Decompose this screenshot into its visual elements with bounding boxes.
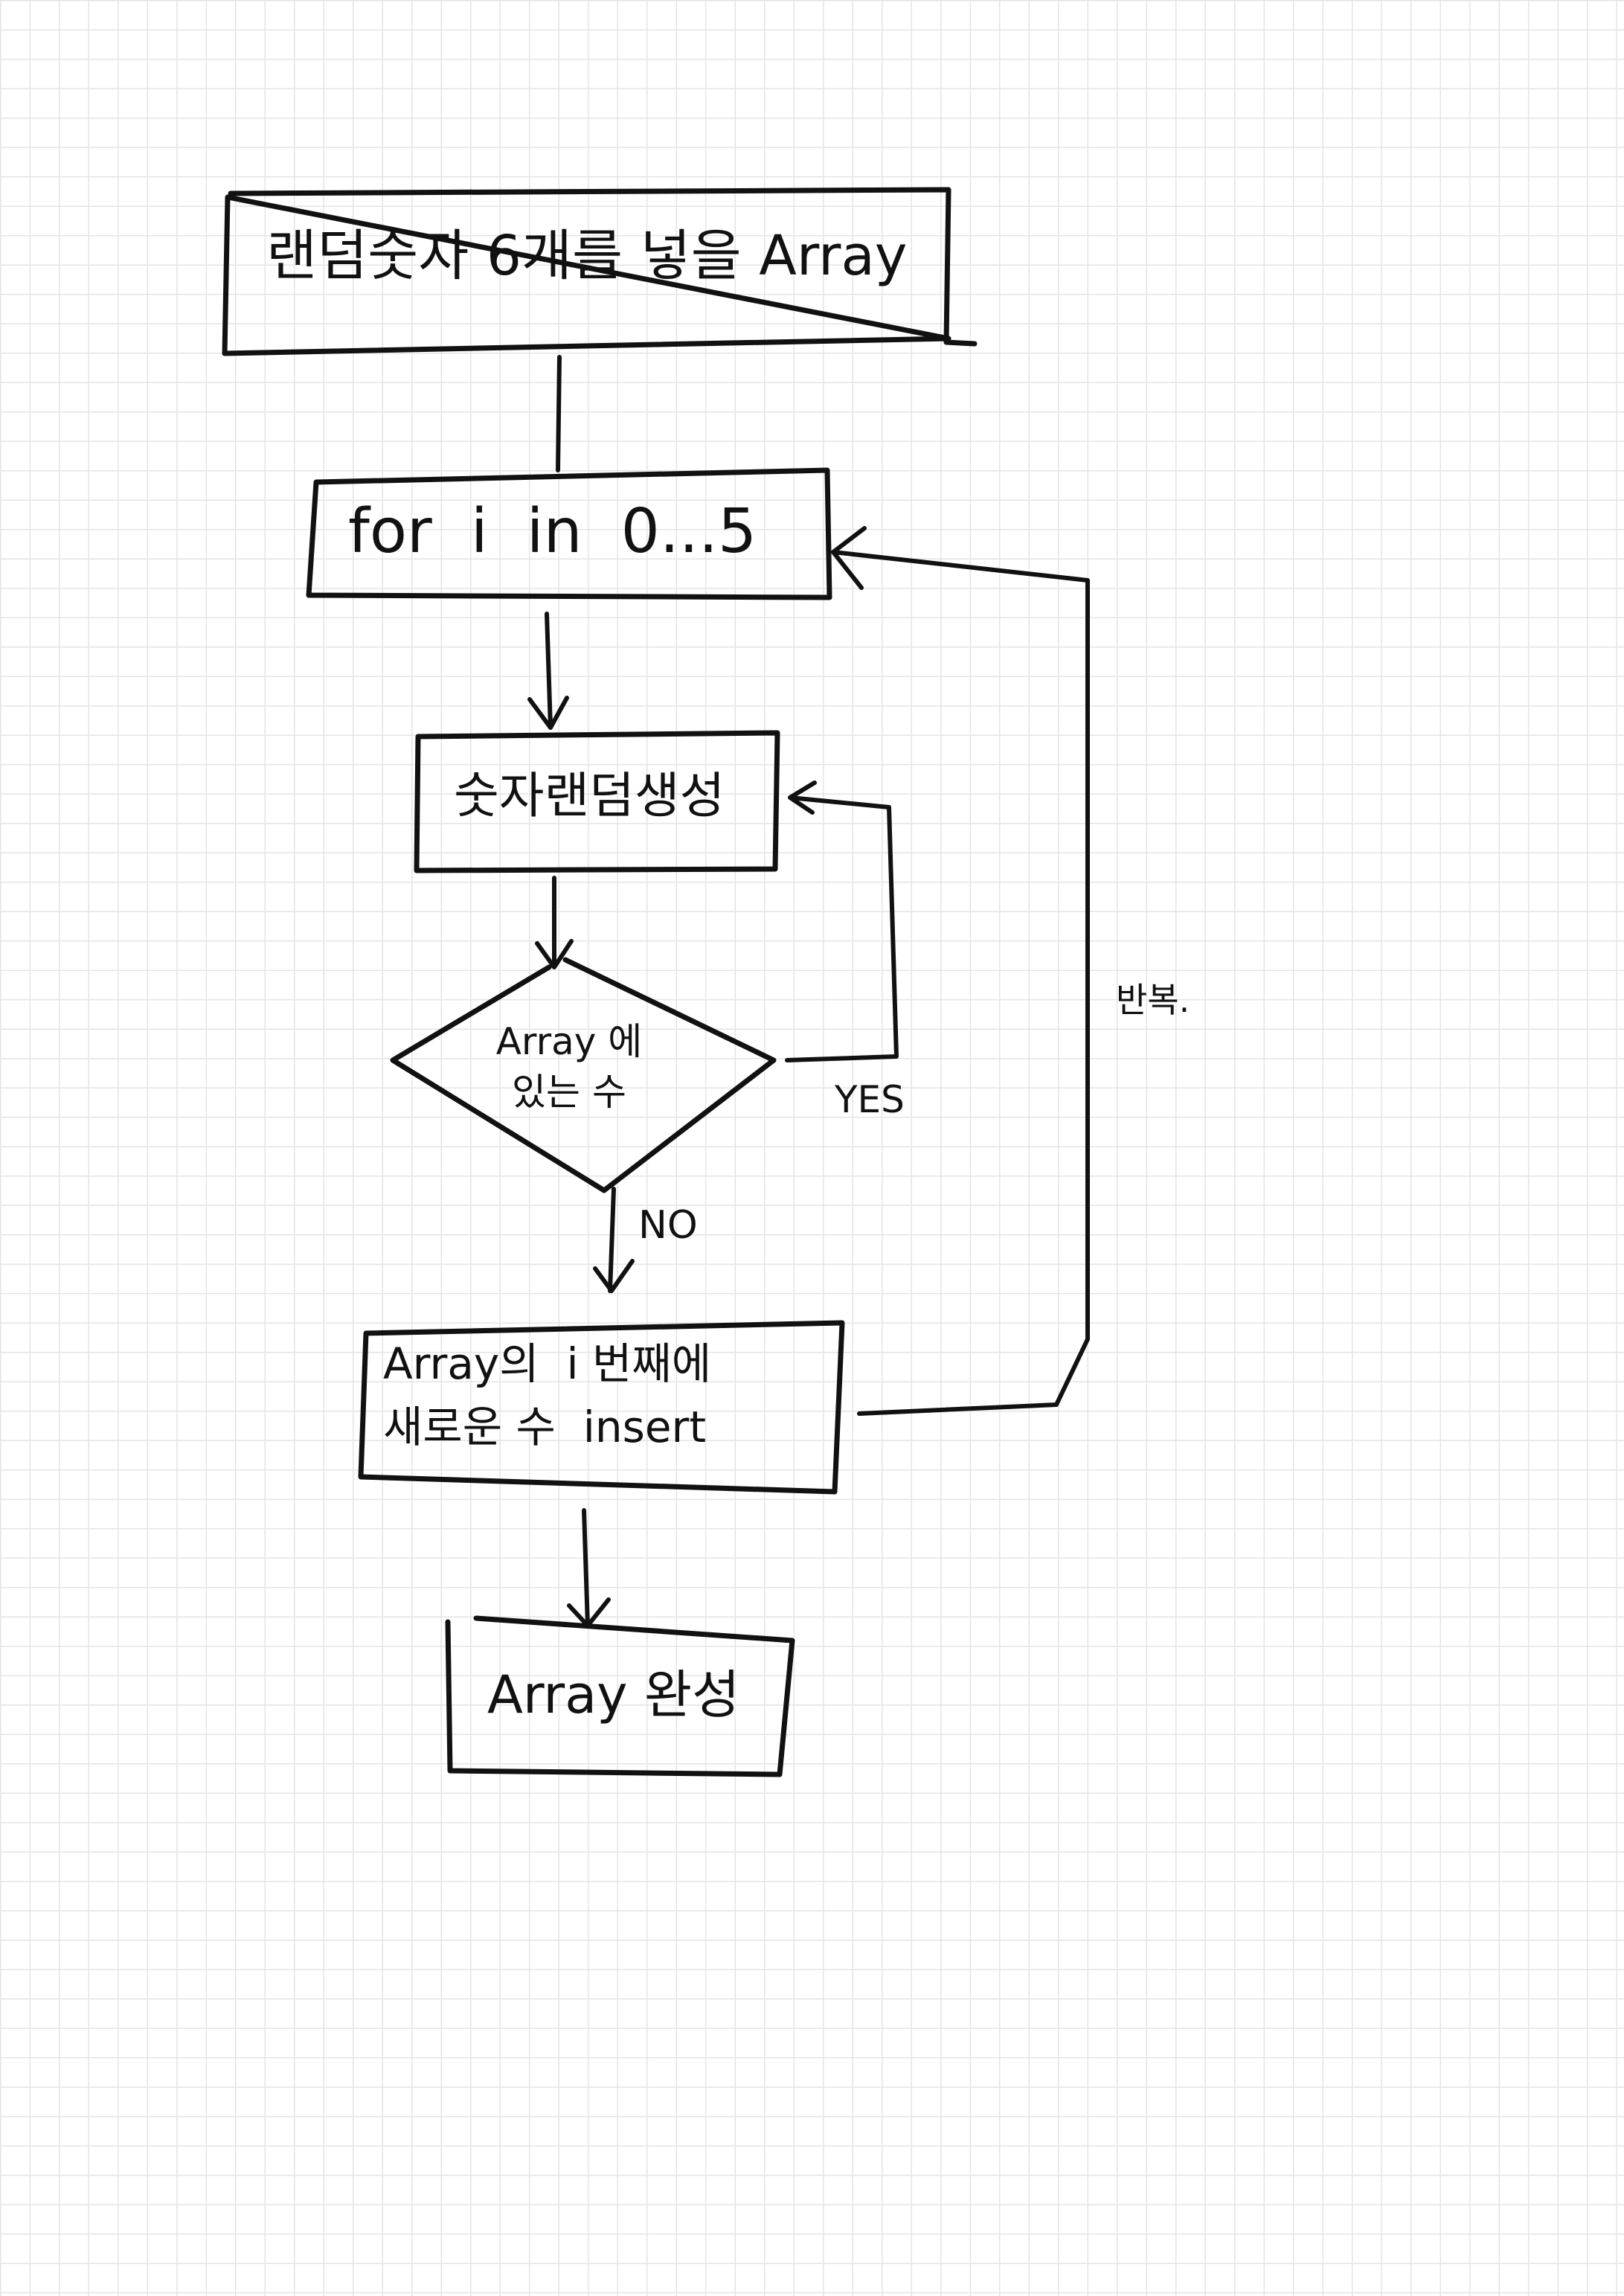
repeat-label: 반복. bbox=[1116, 980, 1190, 1020]
end-label: Array 완성 bbox=[487, 1664, 740, 1725]
insert-label: Array의 i 번째에 새로운 수 insert bbox=[383, 1339, 711, 1452]
start-label: 랜덤숫자 6개를 넣을 Array bbox=[266, 224, 908, 288]
edge-yes-loop bbox=[785, 780, 899, 1062]
insert-label-line2: 새로운 수 insert bbox=[383, 1401, 707, 1452]
decision-label: Array 에 있는 수 bbox=[450, 1020, 688, 1114]
edge-insert-end bbox=[567, 1508, 611, 1628]
generate-box bbox=[414, 730, 780, 873]
decision-label-line1: Array 에 bbox=[495, 1020, 643, 1063]
edge-no-arrow bbox=[593, 1187, 635, 1293]
decision-label-line2: 있는 수 bbox=[512, 1070, 626, 1114]
insert-label-line1: Array의 i 번째에 bbox=[383, 1338, 712, 1389]
loop-box bbox=[306, 467, 832, 600]
yes-label: YES bbox=[835, 1078, 905, 1121]
start-box bbox=[222, 187, 978, 356]
edge-loop-generate bbox=[527, 612, 569, 730]
edge-generate-decision bbox=[535, 876, 574, 969]
decision-diamond bbox=[390, 957, 777, 1193]
edge-start-loop bbox=[556, 355, 562, 472]
edge-repeat-loop bbox=[831, 526, 1090, 1416]
insert-box bbox=[358, 1320, 845, 1495]
loop-label: for i in 0...5 bbox=[348, 496, 757, 567]
end-box bbox=[445, 1615, 795, 1777]
no-label: NO bbox=[638, 1203, 698, 1248]
generate-label: 숫자랜덤생성 bbox=[454, 767, 725, 824]
